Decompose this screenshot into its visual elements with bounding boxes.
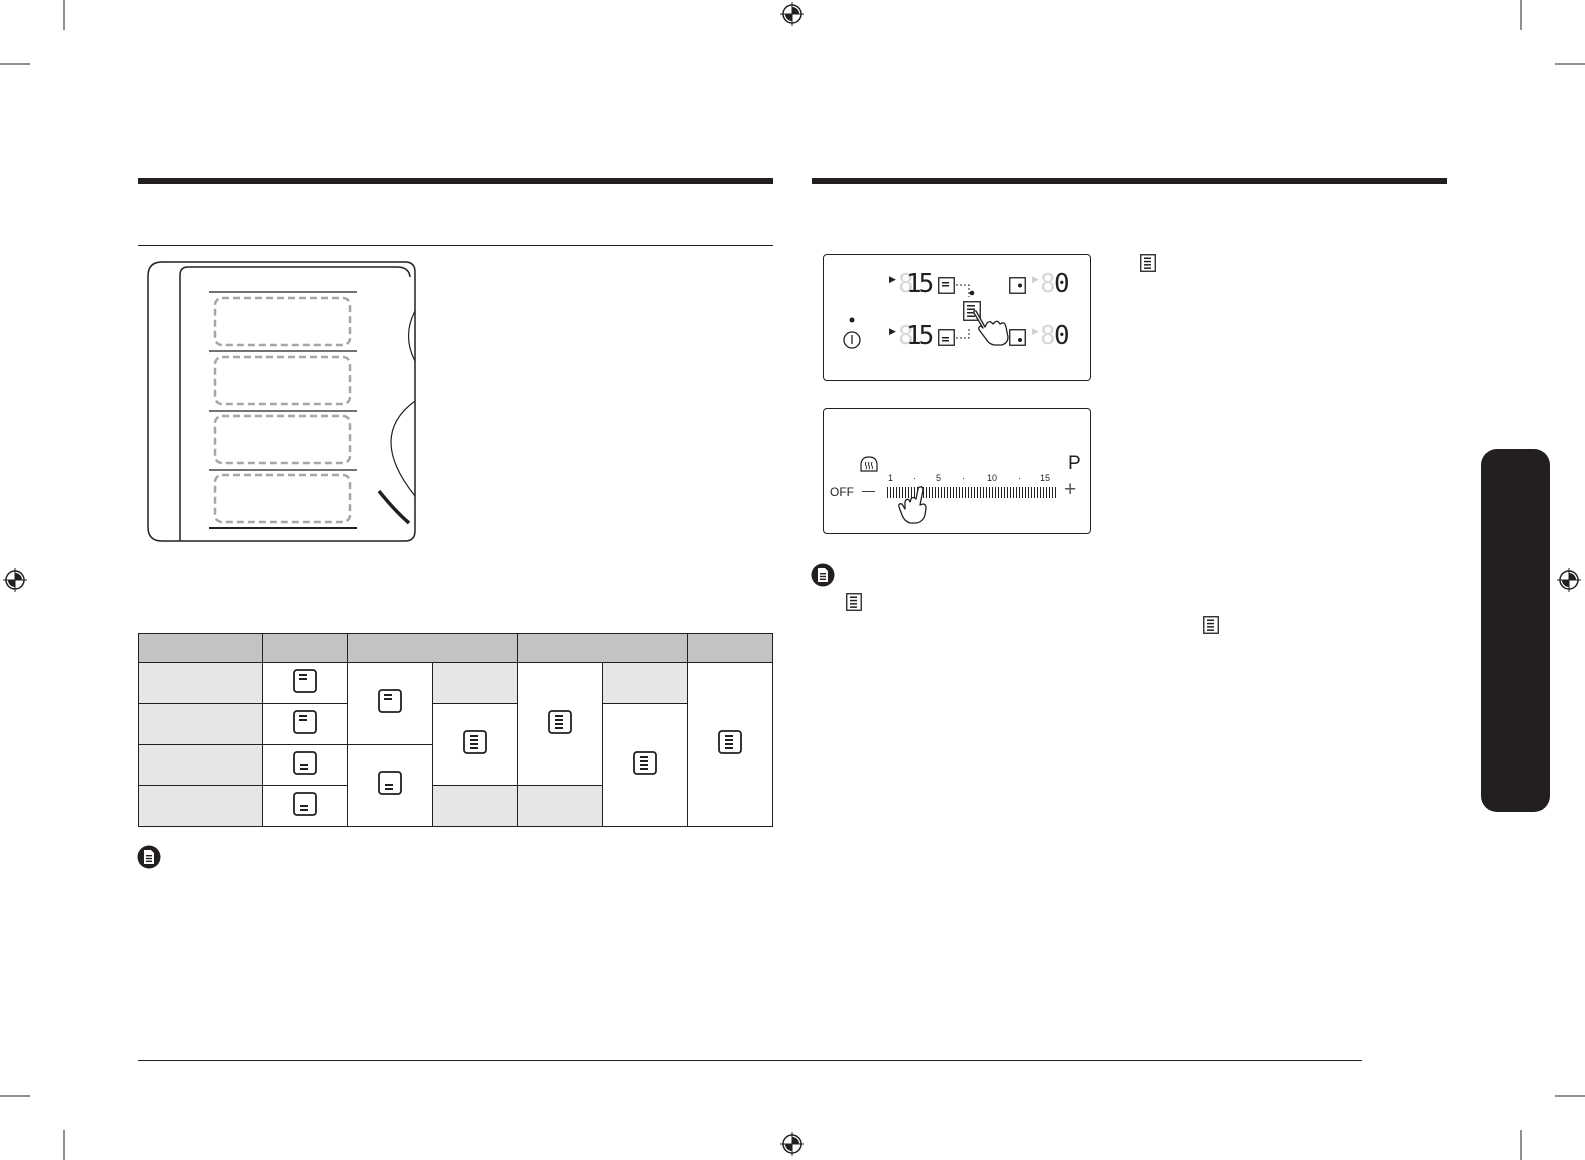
timer-level: 0: [1054, 321, 1070, 351]
cooktop-zones-illustration: [147, 261, 416, 542]
slider-scale: 1 · 5 · 10 · 15: [886, 473, 1056, 485]
table-cell: [602, 662, 688, 704]
table-row: [138, 785, 773, 827]
registration-mark-bottom: [780, 1132, 804, 1156]
table-cell: [262, 662, 348, 704]
zone-combination-table: [138, 633, 773, 827]
row-label-cell: [138, 785, 263, 827]
flex-zone-inline-icon: [1203, 616, 1219, 634]
note-icon: [811, 563, 835, 587]
row-label-cell: [138, 744, 263, 786]
registration-mark-right: [1557, 568, 1581, 592]
scale-label: ·: [962, 473, 965, 483]
cooking-zone-4: [213, 473, 352, 524]
left-column-header-rule: [138, 178, 773, 184]
table-header-row: [138, 633, 773, 663]
header-cell: [687, 633, 773, 663]
timer-ghost-digit: 8: [1040, 321, 1056, 351]
zone-bottom-icon: [293, 791, 317, 816]
header-cell: [517, 633, 688, 663]
zone-full-icon: [718, 730, 742, 754]
header-cell: [138, 633, 263, 663]
row-label-cell: [138, 662, 263, 704]
zone-display-panel: ▶ 8 15 ▶ 8 0 ▶ 8 15 ▶ 8 0: [823, 254, 1091, 381]
zone-ghost-digit: 8: [898, 321, 914, 351]
timer-zone-icon[interactable]: [1009, 277, 1026, 294]
timer-zone-icon[interactable]: [1009, 329, 1026, 346]
plus-button[interactable]: +: [1064, 478, 1077, 501]
zone-top-icon: [293, 668, 317, 693]
scale-label: 15: [1040, 473, 1051, 483]
scale-label: ·: [1018, 473, 1021, 483]
row-label-cell: [138, 703, 263, 745]
table-cell: [432, 662, 518, 704]
cooking-zone-3: [213, 414, 352, 465]
zone-indicator-arrow-icon: ▶: [889, 326, 896, 336]
table-cell: [262, 744, 348, 786]
zone-bottom-icon[interactable]: [938, 329, 955, 346]
table-cell: [262, 785, 348, 827]
zone-indicator-arrow-icon: ▶: [1032, 326, 1039, 336]
zone-indicator-arrow-icon: ▶: [889, 274, 896, 284]
table-row: [138, 703, 773, 827]
left-section-rule: [138, 245, 773, 246]
zone-top-icon: [293, 709, 317, 734]
off-label[interactable]: OFF: [830, 485, 854, 499]
zone-full-icon: [548, 709, 572, 734]
cooking-zone-2: [213, 355, 352, 406]
note-icon: [137, 845, 161, 869]
zone-indicator-arrow-icon: ▶: [1032, 274, 1039, 284]
scale-label: ·: [913, 473, 916, 483]
footer-rule: [138, 1060, 1362, 1061]
flex-zone-inline-icon: [846, 593, 862, 611]
zone-link-indicator: [956, 284, 975, 339]
minus-button[interactable]: —: [862, 483, 875, 498]
timer-level: 0: [1054, 269, 1070, 299]
cooking-zone-1: [213, 296, 352, 347]
zone-full-icon: [633, 750, 657, 775]
table-cell: [347, 744, 433, 827]
header-cell: [347, 633, 518, 663]
power-slider[interactable]: [887, 487, 1056, 498]
hand-pointer-icon: [898, 486, 927, 524]
table-cell: [517, 662, 603, 786]
boost-label[interactable]: P: [1068, 453, 1081, 474]
power-slider-panel: P 1 · 5 · 10 · 15 OFF — +: [823, 408, 1091, 534]
timer-ghost-digit: 8: [1040, 269, 1056, 299]
table-cell: [687, 662, 773, 827]
registration-mark-left: [3, 568, 27, 592]
zone-top-icon: [378, 689, 402, 713]
chapter-side-tab: [1481, 449, 1550, 812]
scale-label: 5: [936, 473, 942, 483]
zone-full-icon: [463, 730, 487, 754]
registration-mark-top: [780, 2, 804, 26]
zone-ghost-digit: 8: [898, 269, 914, 299]
header-cell: [262, 633, 348, 663]
scale-label: 10: [987, 473, 998, 483]
flex-zone-inline-icon: [1140, 254, 1156, 272]
table-cell: [517, 785, 603, 827]
zone-power-level: 15: [906, 269, 934, 299]
zone-power-level: 15: [906, 321, 934, 351]
table-cell: [262, 703, 348, 745]
keep-warm-icon[interactable]: [859, 455, 879, 473]
zone-bottom-icon: [378, 771, 402, 795]
table-cell: [432, 703, 518, 786]
zone-bottom-icon: [293, 750, 317, 775]
right-column-header-rule: [812, 178, 1447, 184]
hand-pointer-icon: [973, 310, 1009, 346]
table-row: [138, 744, 773, 827]
table-cell: [432, 785, 518, 827]
table-cell: [602, 703, 688, 827]
power-button-icon[interactable]: [841, 317, 863, 357]
zone-top-icon[interactable]: [938, 277, 955, 294]
table-cell: [347, 662, 433, 745]
table-row: [138, 662, 773, 827]
scale-label: 1: [888, 473, 894, 483]
